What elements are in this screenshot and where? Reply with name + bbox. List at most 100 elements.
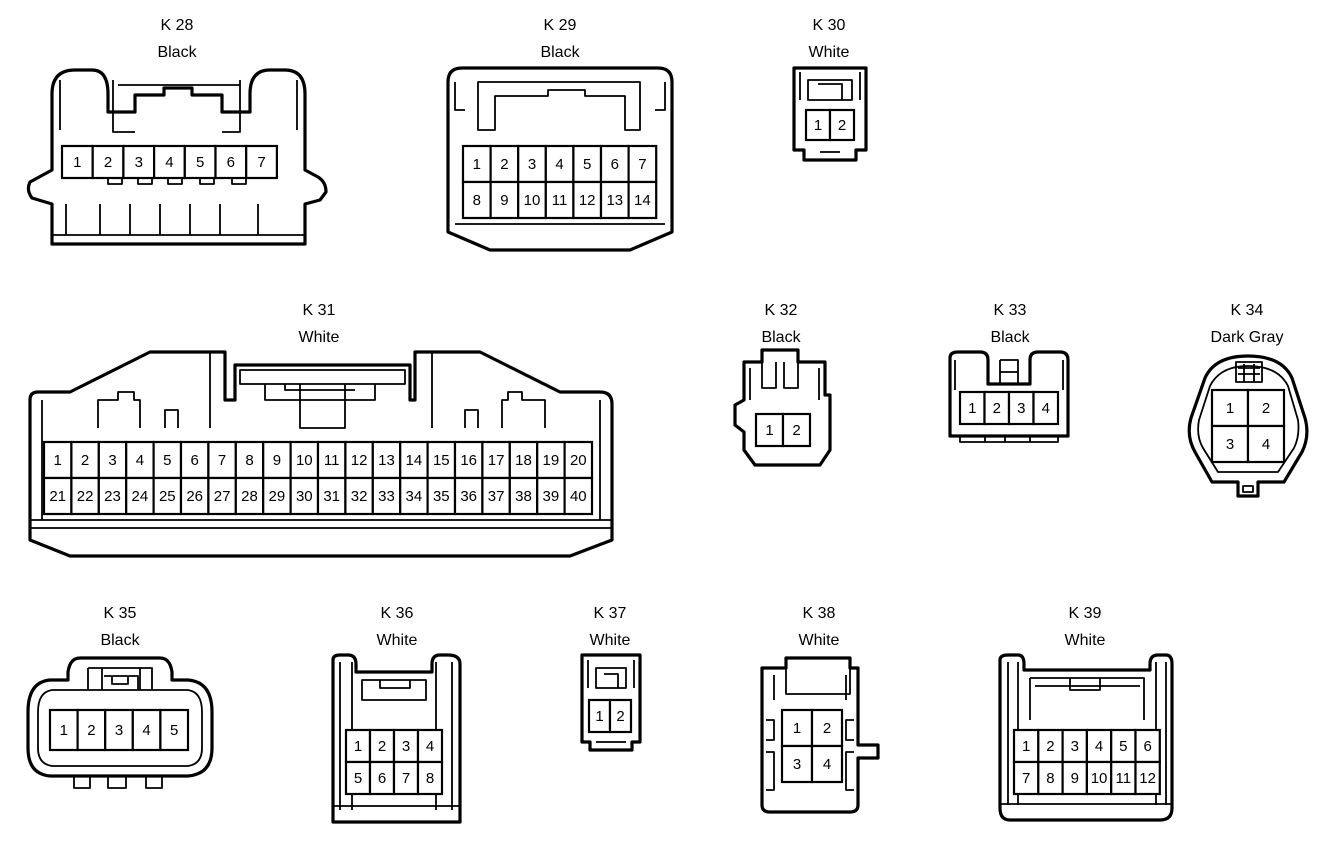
pin-number: 34 <box>406 488 423 505</box>
pin-cell <box>453 476 484 516</box>
pin-number: 1 <box>60 722 68 739</box>
pin-cell <box>152 476 183 516</box>
pin-number: 4 <box>823 756 831 773</box>
pin-number: 7 <box>1022 770 1030 787</box>
pin-cell <box>179 476 210 516</box>
pin-number: 19 <box>543 452 560 469</box>
pin-number: 3 <box>528 156 536 173</box>
pin-number: 15 <box>433 452 450 469</box>
pin-number: 25 <box>159 488 176 505</box>
pin-number: 3 <box>1071 738 1079 755</box>
pin-number: 28 <box>241 488 258 505</box>
pin-number: 3 <box>402 738 410 755</box>
connector-color: White <box>376 632 418 649</box>
pin-number: 1 <box>73 154 81 171</box>
pin-number: 5 <box>354 770 362 787</box>
pin-number: 4 <box>1095 738 1103 755</box>
pin-number: 7 <box>638 156 646 173</box>
connector-id: K 34 <box>1230 302 1264 319</box>
pin-number: 2 <box>616 708 624 725</box>
pin-number: 4 <box>142 722 150 739</box>
pin-number: 3 <box>108 452 116 469</box>
pin-number: 23 <box>104 488 121 505</box>
pin-number: 7 <box>257 154 265 171</box>
connector-color: White <box>798 632 840 649</box>
connector-id: K 30 <box>812 17 846 34</box>
pin-number: 1 <box>793 720 801 737</box>
pin-cell <box>152 440 183 480</box>
pin-cell <box>214 144 248 180</box>
pin-number: 31 <box>323 488 340 505</box>
pin-number: 6 <box>227 154 235 171</box>
pin-cell <box>42 476 73 516</box>
pin-cell <box>517 180 547 220</box>
pin-number: 1 <box>968 400 976 417</box>
pin-cell <box>159 708 190 752</box>
pin-number: 35 <box>433 488 450 505</box>
pin-cell <box>563 476 594 516</box>
pin-cell <box>627 180 658 220</box>
pin-number: 4 <box>1042 400 1050 417</box>
pin-number: 12 <box>1139 770 1156 787</box>
pin-cell <box>828 108 856 142</box>
pin-cell <box>1110 728 1137 764</box>
pin-number: 12 <box>579 192 596 209</box>
pin-number: 2 <box>838 117 846 134</box>
pin-number: 33 <box>378 488 395 505</box>
pin-cell <box>599 180 630 220</box>
connector-label-k36: K 36 White <box>307 605 487 650</box>
connector-color: White <box>1064 632 1106 649</box>
pin-number: 8 <box>473 192 481 209</box>
pin-number: 5 <box>583 156 591 173</box>
connector-color: Dark Gray <box>1210 329 1284 346</box>
pin-cell <box>289 476 320 516</box>
pin-number: 30 <box>296 488 313 505</box>
pin-number: 12 <box>351 452 368 469</box>
pin-number: 1 <box>354 738 362 755</box>
connector-id: K 31 <box>302 302 336 319</box>
pin-cell <box>125 476 155 516</box>
pin-cell <box>179 440 210 480</box>
pin-cell <box>416 760 444 796</box>
connector-id: K 36 <box>380 605 414 622</box>
pin-number: 6 <box>378 770 386 787</box>
pin-cell <box>368 760 396 796</box>
connector-color: Black <box>157 44 197 61</box>
connector-id: K 38 <box>802 605 836 622</box>
connector-label-k38: K 38 White <box>729 605 909 650</box>
pin-number: 3 <box>1017 400 1025 417</box>
pin-number: 37 <box>488 488 505 505</box>
pin-number: 24 <box>132 488 149 505</box>
pin-number: 4 <box>426 738 434 755</box>
connector-id: K 33 <box>993 302 1027 319</box>
pin-number: 11 <box>1116 770 1132 787</box>
connector-label-k34: K 34 Dark Gray <box>1157 302 1328 347</box>
pin-cell <box>183 144 217 180</box>
pin-number: 2 <box>500 156 508 173</box>
pin-number: 3 <box>1226 436 1234 453</box>
pin-number: 3 <box>793 756 801 773</box>
pin-number: 1 <box>814 117 822 134</box>
pin-cell <box>245 144 278 180</box>
pin-number: 2 <box>1046 738 1054 755</box>
pin-cell <box>810 744 844 784</box>
pin-number: 38 <box>515 488 532 505</box>
pin-number: 4 <box>1262 436 1270 453</box>
pin-cell <box>399 476 429 516</box>
